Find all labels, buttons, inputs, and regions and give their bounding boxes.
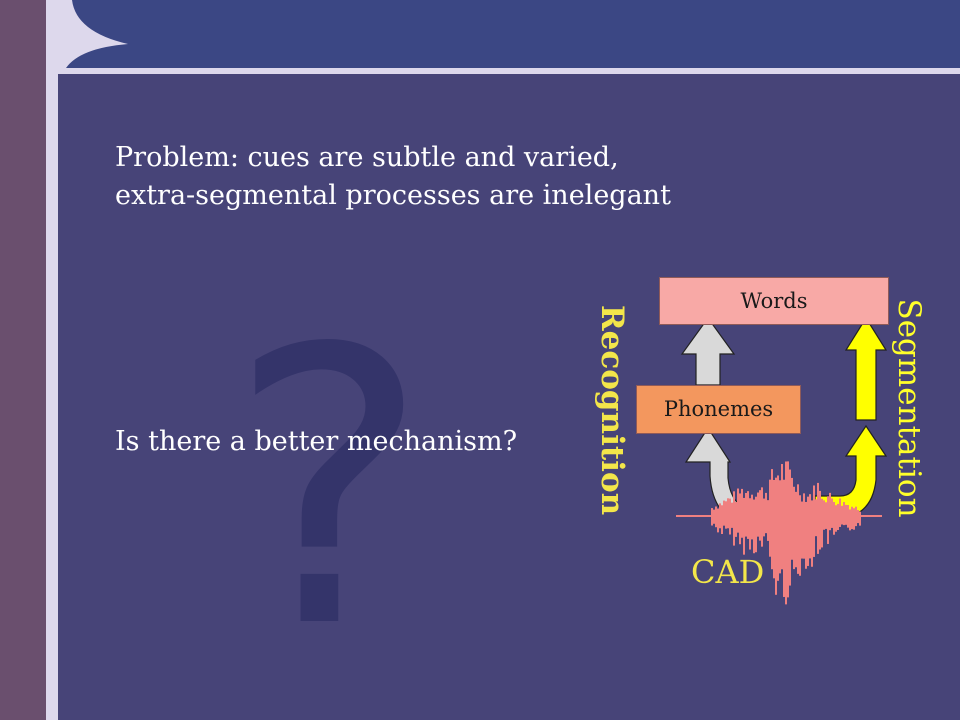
cad-label: CAD xyxy=(691,553,765,591)
left-decor-strip xyxy=(0,0,46,720)
left-decor-line xyxy=(46,0,58,720)
segmentation-label: Segmentation xyxy=(891,298,927,518)
recognition-arrow-lower xyxy=(684,426,746,519)
speech-waveform xyxy=(676,461,882,605)
bullet-problem-line2: extra-segmental processes are inelegant xyxy=(115,180,671,211)
top-decor-band xyxy=(58,0,960,72)
recognition-label: Recognition xyxy=(594,304,630,516)
phonemes-box: Phonemes xyxy=(636,385,801,434)
question-mark-watermark: ? xyxy=(228,268,430,711)
recognition-arrow-upper xyxy=(680,316,736,386)
words-box: Words xyxy=(659,277,889,325)
bullet-question: Is there a better mechanism? xyxy=(115,426,518,457)
bullet-problem-line1: Problem: cues are subtle and varied, xyxy=(115,142,619,173)
segmentation-arrow xyxy=(814,316,888,519)
